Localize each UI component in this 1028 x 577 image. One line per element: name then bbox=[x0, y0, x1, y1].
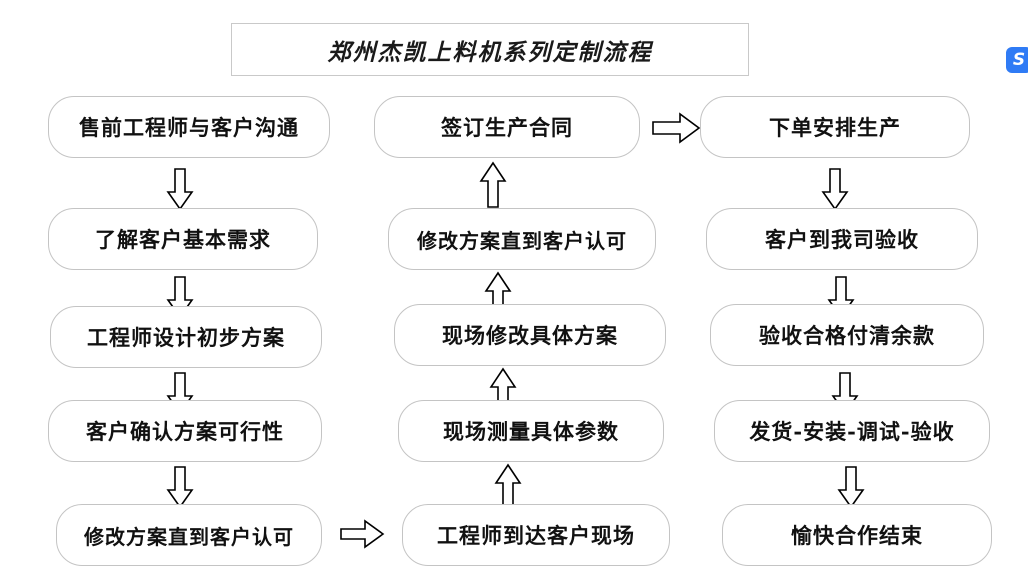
node-n9[interactable]: 现场测量具体参数 bbox=[398, 400, 664, 462]
node-n4-label: 客户确认方案可行性 bbox=[86, 419, 284, 444]
node-n11[interactable]: 下单安排生产 bbox=[700, 96, 970, 158]
watermark-logo-icon: S bbox=[1012, 49, 1026, 70]
down-arrow-icon bbox=[166, 168, 194, 211]
up-arrow-icon bbox=[494, 463, 522, 508]
up-arrow-icon bbox=[479, 161, 507, 208]
node-n4[interactable]: 客户确认方案可行性 bbox=[48, 400, 322, 462]
node-n3-label: 工程师设计初步方案 bbox=[87, 325, 285, 350]
right-arrow-icon bbox=[340, 519, 385, 549]
node-n11-label: 下单安排生产 bbox=[769, 115, 901, 140]
node-n14-label: 发货-安装-调试-验收 bbox=[749, 419, 955, 444]
down-arrow-icon bbox=[166, 466, 194, 509]
arrow-up-a9 bbox=[479, 161, 507, 208]
node-n8[interactable]: 现场修改具体方案 bbox=[394, 304, 666, 366]
arrow-down-a4 bbox=[166, 466, 194, 509]
node-n13-label: 验收合格付清余款 bbox=[759, 323, 935, 348]
node-n8-label: 现场修改具体方案 bbox=[442, 323, 618, 348]
node-n10-label: 工程师到达客户现场 bbox=[437, 523, 635, 548]
node-n7[interactable]: 修改方案直到客户认可 bbox=[388, 208, 656, 270]
node-n5[interactable]: 修改方案直到客户认可 bbox=[56, 504, 322, 566]
arrow-up-a6 bbox=[494, 463, 522, 508]
arrow-down-a1 bbox=[166, 168, 194, 211]
down-arrow-icon bbox=[837, 466, 865, 509]
node-n13[interactable]: 验收合格付清余款 bbox=[710, 304, 984, 366]
arrow-right-a5 bbox=[340, 519, 385, 549]
watermark-logo-badge[interactable]: S bbox=[1006, 47, 1028, 73]
node-n3[interactable]: 工程师设计初步方案 bbox=[50, 306, 322, 368]
right-arrow-icon bbox=[652, 112, 701, 144]
arrow-down-a11 bbox=[821, 168, 849, 211]
diagram-title: 郑州杰凯上料机系列定制流程 bbox=[327, 38, 653, 66]
node-n6-label: 签订生产合同 bbox=[441, 115, 573, 140]
node-n15-label: 愉快合作结束 bbox=[791, 523, 923, 548]
node-n2[interactable]: 了解客户基本需求 bbox=[48, 208, 318, 270]
node-n1-label: 售前工程师与客户沟通 bbox=[79, 115, 299, 140]
down-arrow-icon bbox=[821, 168, 849, 211]
node-n10[interactable]: 工程师到达客户现场 bbox=[402, 504, 670, 566]
node-n2-label: 了解客户基本需求 bbox=[95, 227, 271, 252]
node-n12[interactable]: 客户到我司验收 bbox=[706, 208, 978, 270]
node-n15[interactable]: 愉快合作结束 bbox=[722, 504, 992, 566]
node-n7-label: 修改方案直到客户认可 bbox=[417, 228, 627, 253]
node-n1[interactable]: 售前工程师与客户沟通 bbox=[48, 96, 330, 158]
arrow-right-a10 bbox=[652, 112, 701, 144]
node-n6[interactable]: 签订生产合同 bbox=[374, 96, 640, 158]
arrow-down-a14 bbox=[837, 466, 865, 509]
node-n5-label: 修改方案直到客户认可 bbox=[84, 524, 294, 549]
diagram-title-box: 郑州杰凯上料机系列定制流程 bbox=[231, 23, 749, 76]
node-n14[interactable]: 发货-安装-调试-验收 bbox=[714, 400, 990, 462]
node-n12-label: 客户到我司验收 bbox=[765, 227, 919, 252]
node-n9-label: 现场测量具体参数 bbox=[443, 419, 619, 444]
